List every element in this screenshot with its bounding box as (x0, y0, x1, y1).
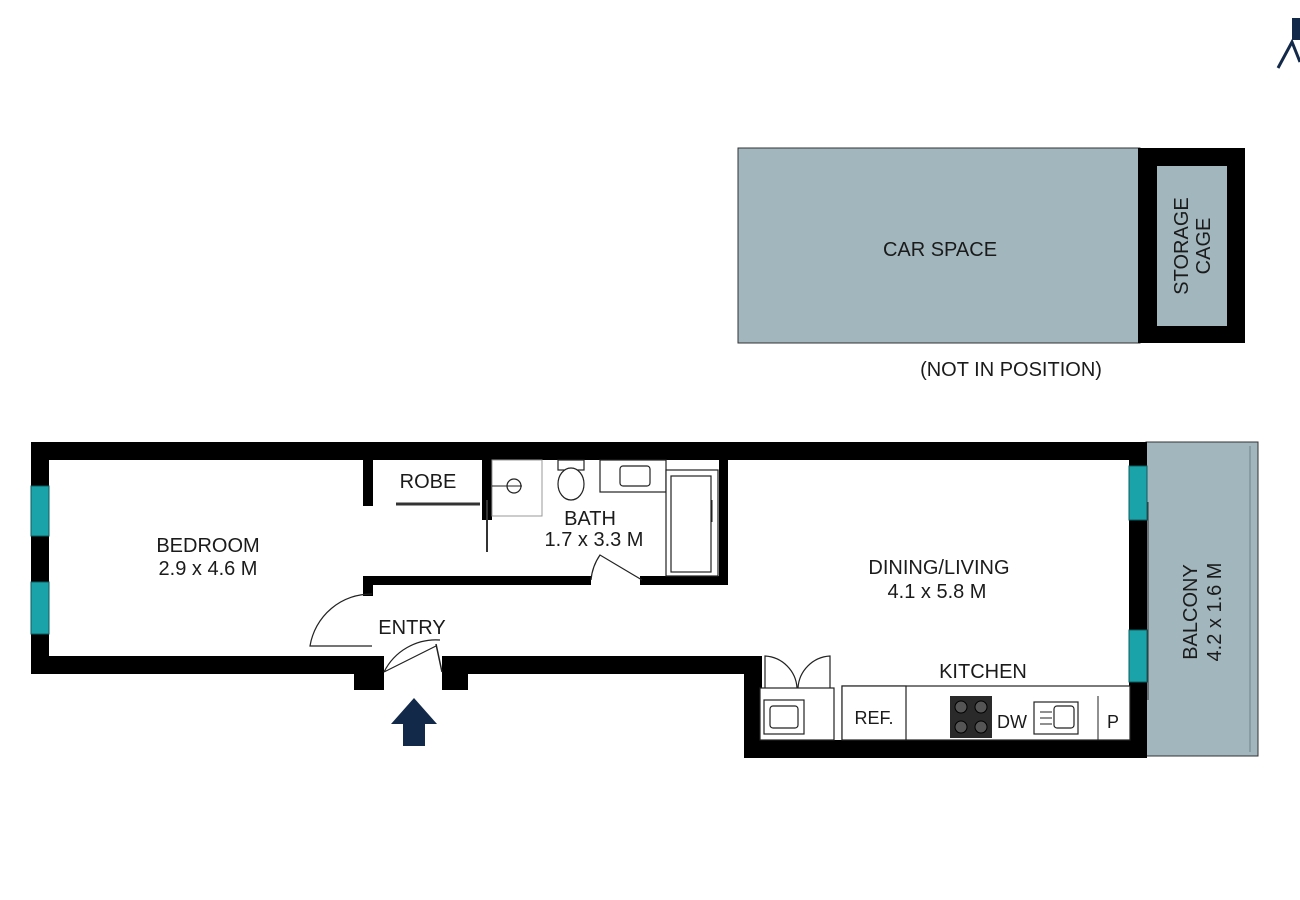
robe-label: ROBE (400, 471, 457, 493)
bath-fixtures (491, 459, 719, 577)
dishwasher-label: DW (997, 712, 1027, 732)
balcony-size: 4.2 x 1.6 M (1204, 563, 1226, 662)
fridge-label: REF. (854, 708, 893, 728)
living-window-lower (1128, 629, 1148, 683)
kitchen-label: KITCHEN (939, 661, 1027, 683)
dining-living-label: DINING/LIVING (868, 557, 1009, 579)
laundry-doors (764, 655, 831, 689)
bedroom-window-upper (30, 485, 50, 537)
bedroom-label: BEDROOM (156, 535, 259, 557)
car-space-block: CAR SPACE STORAGE CAGE (NOT IN POSITION) (737, 147, 1245, 381)
windows (30, 465, 1149, 700)
storage-cage-label-line1: STORAGE (1171, 197, 1193, 294)
kitchen-sink-icon (1033, 701, 1079, 735)
pantry-label: P (1107, 712, 1119, 732)
bath-size: 1.7 x 3.3 M (545, 529, 644, 551)
interior-walls (363, 458, 728, 596)
entry-label: ENTRY (378, 617, 445, 639)
balcony-label: BALCONY (1180, 564, 1202, 660)
entry-arrow-icon (391, 698, 437, 746)
balcony: BALCONY 4.2 x 1.6 M (1145, 441, 1259, 757)
brand-logo-icon (1276, 18, 1300, 69)
entry-door (383, 639, 441, 673)
bedroom-size: 2.9 x 4.6 M (159, 558, 258, 580)
storage-cage-label-line2: CAGE (1193, 218, 1215, 275)
room-labels: BEDROOM 2.9 x 4.6 M ROBE BATH 1.7 x 3.3 … (156, 471, 1027, 683)
bath-label: BATH (564, 508, 616, 530)
bedroom-door (309, 593, 373, 647)
storage-cage (1157, 166, 1227, 326)
bath-fixture-box (491, 459, 543, 517)
bathtub-icon (665, 469, 719, 577)
doors (309, 554, 831, 689)
bath-door (590, 554, 643, 581)
basin-icon (599, 459, 667, 493)
bedroom-window-lower (30, 581, 50, 635)
sink-icon (763, 699, 805, 735)
car-space-label: CAR SPACE (883, 239, 997, 261)
cooktop-icon (950, 696, 992, 738)
fridge (841, 685, 907, 741)
dining-living-size: 4.1 x 5.8 M (888, 581, 987, 603)
toilet-icon (557, 459, 585, 501)
car-space (737, 147, 1141, 344)
not-in-position-note: (NOT IN POSITION) (920, 359, 1102, 381)
living-window-upper (1128, 465, 1148, 521)
kitchen-fixtures: REF. DW P (759, 685, 1131, 741)
